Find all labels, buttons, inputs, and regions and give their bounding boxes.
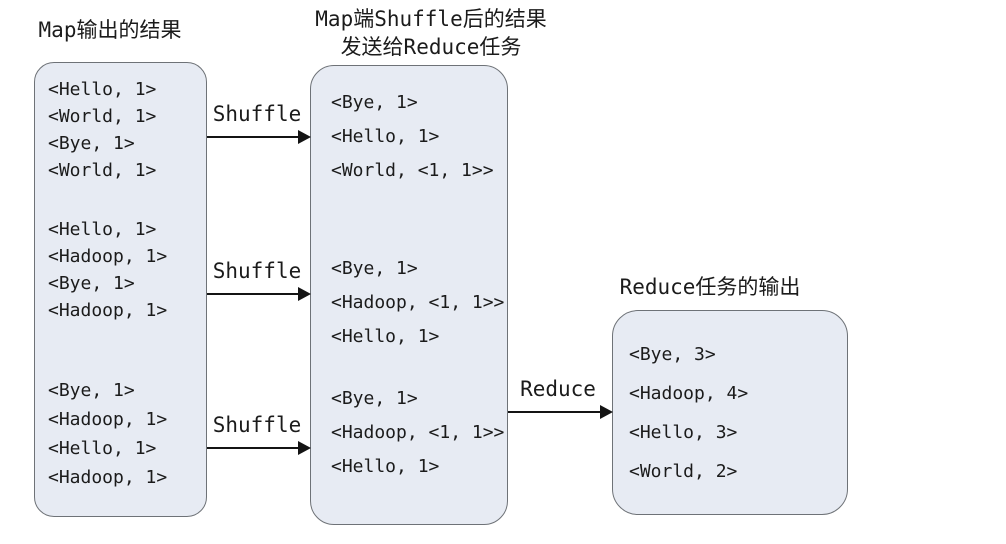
arrow-head-icon — [298, 441, 311, 455]
arrow-shaft — [207, 136, 301, 138]
shuffle-arrow-3 — [207, 441, 311, 455]
shuffle-result-group-2: <Bye, 1> <Hadoop, <1, 1>> <Hello, 1> — [311, 252, 507, 354]
kv-pair: <Bye, 1> — [48, 133, 135, 154]
kv-pair: <Hello, 1> — [48, 219, 157, 240]
kv-pair: <Hadoop, <1, 1>> — [331, 422, 505, 443]
kv-pair: <World, 2> — [629, 461, 738, 482]
map-output-group-2: <Hello, 1> <Hadoop, 1> <Bye, 1> <Hadoop,… — [35, 216, 206, 324]
shuffle-label-1: Shuffle — [212, 102, 302, 126]
map-output-box: <Hello, 1> <World, 1> <Bye, 1> <World, 1… — [34, 62, 207, 517]
reduce-output-box: <Bye, 3> <Hadoop, 4> <Hello, 3> <World, … — [612, 310, 848, 515]
reduce-output-group: <Bye, 3> <Hadoop, 4> <Hello, 3> <World, … — [613, 335, 847, 491]
kv-pair: <Bye, 1> — [48, 273, 135, 294]
shuffle-result-group-1: <Bye, 1> <Hello, 1> <World, <1, 1>> — [311, 86, 507, 188]
arrow-shaft — [508, 411, 603, 413]
map-output-group-3: <Bye, 1> <Hadoop, 1> <Hello, 1> <Hadoop,… — [35, 376, 206, 492]
kv-pair: <Bye, 1> — [331, 92, 418, 113]
arrow-shaft — [207, 293, 301, 295]
kv-pair: <Hello, 1> — [331, 126, 440, 147]
kv-pair: <Bye, 1> — [48, 380, 135, 401]
kv-pair: <World, <1, 1>> — [331, 160, 494, 181]
kv-pair: <Hello, 1> — [48, 438, 157, 459]
kv-pair: <World, 1> — [48, 160, 157, 181]
shuffle-label-3: Shuffle — [212, 413, 302, 437]
shuffle-label-2: Shuffle — [212, 259, 302, 283]
reduce-arrow — [508, 405, 613, 419]
kv-pair: <Hello, 1> — [331, 326, 440, 347]
shuffle-result-group-3: <Bye, 1> <Hadoop, <1, 1>> <Hello, 1> — [311, 382, 507, 484]
arrow-shaft — [207, 447, 301, 449]
kv-pair: <Hello, 1> — [331, 456, 440, 477]
shuffle-result-box: <Bye, 1> <Hello, 1> <World, <1, 1>> <Bye… — [310, 65, 508, 525]
kv-pair: <Hadoop, 4> — [629, 383, 749, 404]
kv-pair: <Hello, 1> — [48, 79, 157, 100]
kv-pair: <World, 1> — [48, 106, 157, 127]
kv-pair: <Hadoop, 1> — [48, 246, 168, 267]
arrow-head-icon — [298, 287, 311, 301]
map-output-title: Map输出的结果 — [38, 18, 182, 42]
shuffle-arrow-2 — [207, 287, 311, 301]
kv-pair: <Bye, 1> — [331, 388, 418, 409]
kv-pair: <Hadoop, <1, 1>> — [331, 292, 505, 313]
kv-pair: <Hello, 3> — [629, 422, 738, 443]
shuffle-arrow-1 — [207, 130, 311, 144]
map-output-group-1: <Hello, 1> <World, 1> <Bye, 1> <World, 1… — [35, 76, 206, 184]
kv-pair: <Bye, 3> — [629, 344, 716, 365]
kv-pair: <Bye, 1> — [331, 258, 418, 279]
shuffle-result-title: Map端Shuffle后的结果 发送给Reduce任务 — [276, 5, 586, 61]
kv-pair: <Hadoop, 1> — [48, 300, 168, 321]
reduce-label: Reduce — [520, 377, 596, 401]
reduce-output-title: Reduce任务的输出 — [619, 275, 801, 299]
shuffle-result-title-line2: 发送给Reduce任务 — [340, 35, 522, 59]
arrow-head-icon — [298, 130, 311, 144]
kv-pair: <Hadoop, 1> — [48, 467, 168, 488]
kv-pair: <Hadoop, 1> — [48, 409, 168, 430]
arrow-head-icon — [600, 405, 613, 419]
shuffle-result-title-line1: Map端Shuffle后的结果 — [315, 7, 547, 31]
